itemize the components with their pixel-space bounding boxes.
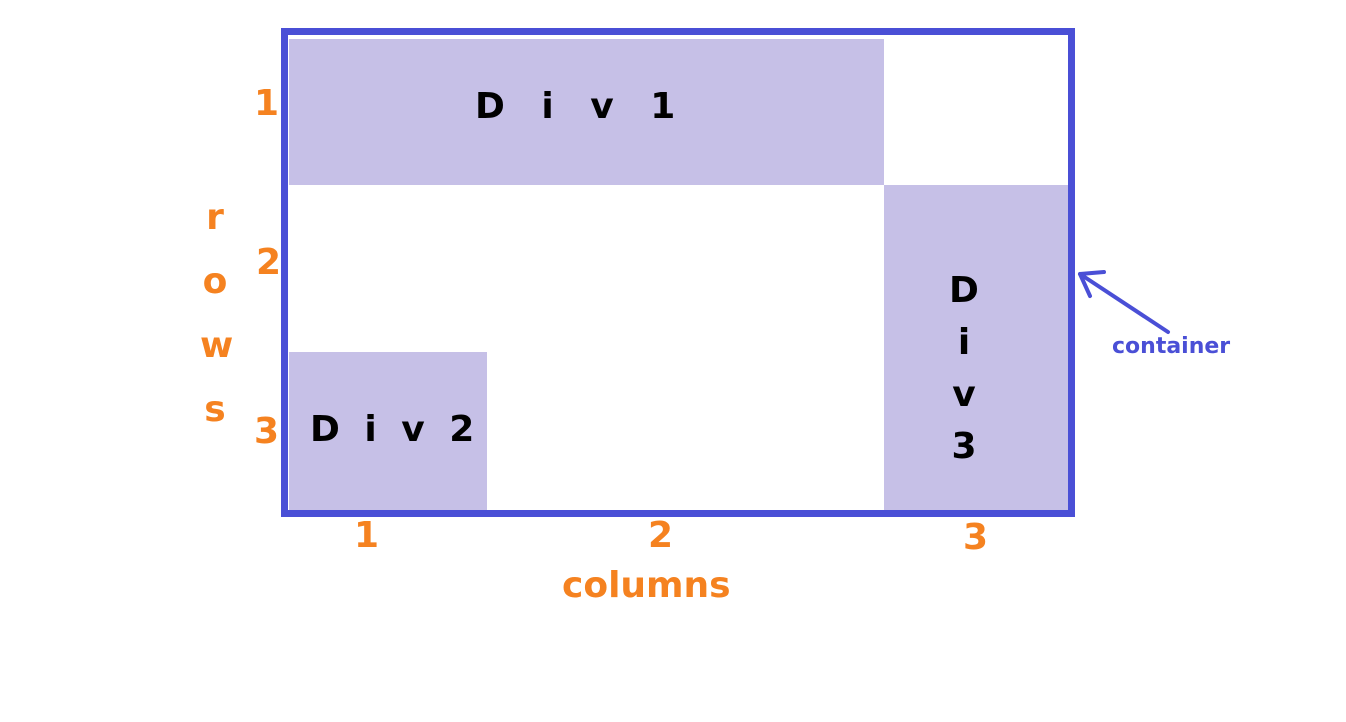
column-number-2: 2 xyxy=(648,515,674,556)
div2-label: D i v 2 xyxy=(310,409,481,450)
div1-label: D i v 1 xyxy=(475,86,688,127)
div3-letter-3: v xyxy=(952,374,976,415)
div3-cell: D i v 3 xyxy=(884,185,1068,510)
row-number-2: 2 xyxy=(256,242,282,283)
arrow-icon xyxy=(1078,270,1170,334)
div3-letter-1: D xyxy=(949,270,979,311)
div3-letter-4: 3 xyxy=(951,426,977,467)
columns-axis-label: columns xyxy=(562,565,731,606)
column-number-1: 1 xyxy=(354,515,380,556)
row-number-1: 1 xyxy=(254,83,280,124)
rows-letter-o: o xyxy=(202,261,228,302)
row-number-3: 3 xyxy=(254,411,280,452)
container-label: container xyxy=(1112,334,1231,359)
div3-letter-2: i xyxy=(957,322,971,363)
div3-label: D i v 3 xyxy=(944,265,984,473)
rows-axis-label: r o w s xyxy=(200,186,234,442)
rows-letter-w: w xyxy=(200,325,234,366)
div2-cell: D i v 2 xyxy=(289,352,487,510)
column-number-3: 3 xyxy=(963,517,989,558)
div1-cell: D i v 1 xyxy=(289,39,884,185)
grid-container xyxy=(281,28,1075,517)
rows-letter-s: s xyxy=(204,389,226,430)
rows-letter-r: r xyxy=(206,197,224,238)
